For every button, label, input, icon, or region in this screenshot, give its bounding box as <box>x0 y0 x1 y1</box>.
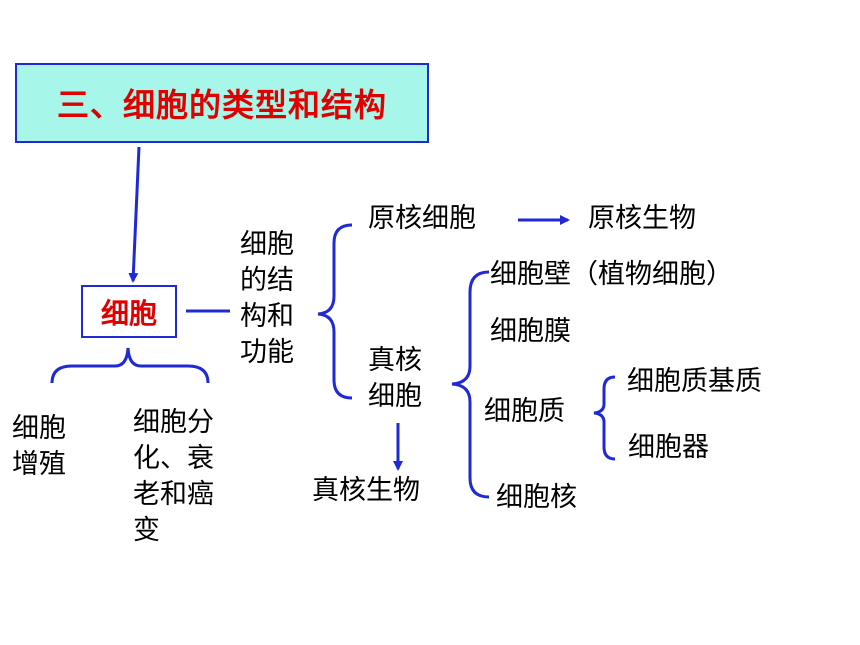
eukaryotic-brace <box>451 270 490 499</box>
eukaryotic-cell-label: 真核 细胞 <box>368 345 422 412</box>
page-title: 三、细胞的类型和结构 <box>56 86 387 124</box>
proliferation-label: 细胞 增殖 <box>12 413 66 480</box>
cytoplasm-label: 细胞质 <box>484 396 565 427</box>
cell-label: 细胞 <box>100 296 157 330</box>
prokaryote-label: 原核生物 <box>588 203 696 234</box>
cytoplasm-brace <box>593 375 616 461</box>
eukaryote-label: 真核生物 <box>312 475 420 506</box>
organelles-label: 细胞器 <box>628 432 709 463</box>
structure-function-label: 细胞 的结 构和 功能 <box>240 229 294 368</box>
prokaryotic-cell-label: 原核细胞 <box>368 203 476 234</box>
differentiation-label: 细胞分 化、衰 老和癌 变 <box>133 407 214 546</box>
cell-wall-label: 细胞壁（植物细胞） <box>490 259 733 290</box>
cell-box: 细胞 <box>81 285 177 338</box>
title-box: 三、细胞的类型和结构 <box>15 63 429 143</box>
nucleus-label: 细胞核 <box>496 482 577 513</box>
cell-bottom-brace <box>50 347 210 384</box>
type-brace <box>317 223 353 400</box>
title-to-cell-arrow <box>128 146 141 283</box>
cytoplasmic-matrix-label: 细胞质基质 <box>627 366 762 397</box>
cell-membrane-label: 细胞膜 <box>490 316 571 347</box>
